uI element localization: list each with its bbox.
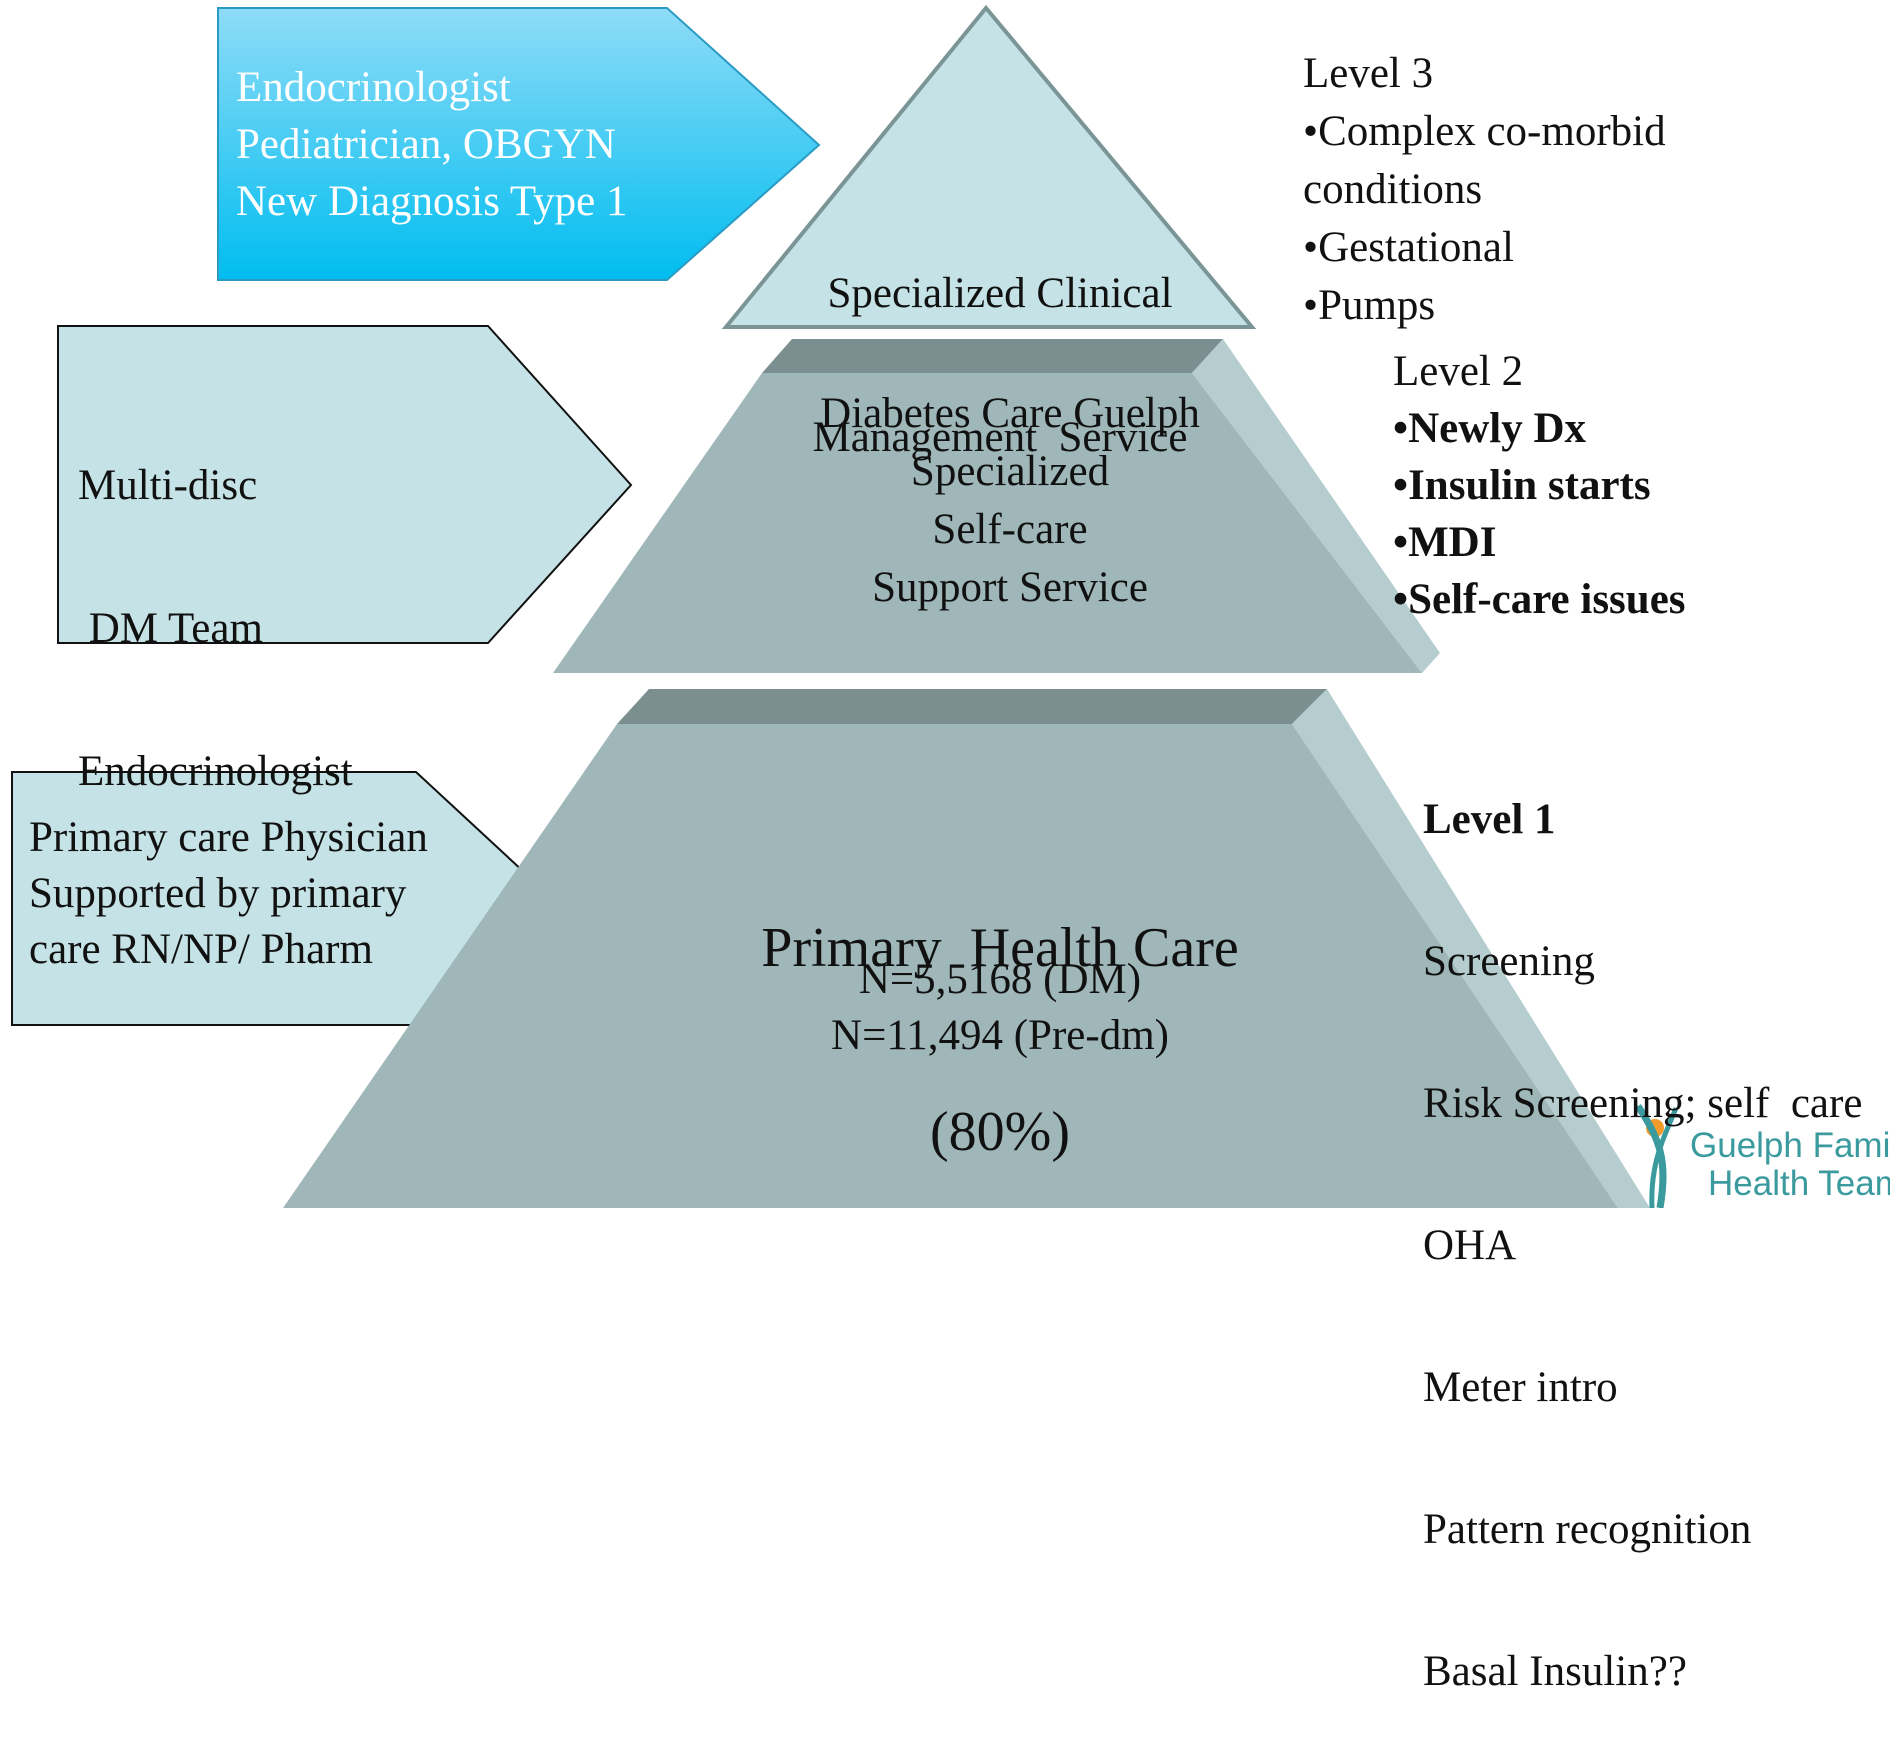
logo-line1: Guelph Family <box>1690 1126 1890 1165</box>
level1-item: Risk Screening; self care <box>1423 1080 1863 1127</box>
level2-list: Level 2 Newly Dx Insulin starts MDI Self… <box>1393 350 1686 635</box>
tier1-n-dm: N=5,5168 (DM) <box>858 956 1142 1003</box>
tier2-side <box>1192 339 1440 673</box>
tier1-n-predm: N=11,494 (Pre-dm) <box>831 1012 1169 1059</box>
tier1-top-band <box>617 689 1327 724</box>
arrow2-line: DM Team <box>78 605 263 652</box>
tier1-percent: (80%) <box>930 1101 1070 1163</box>
tier2-line: Specialized <box>910 448 1110 495</box>
arrow2-line: Multi-disc <box>78 462 258 509</box>
level1-item: Meter intro <box>1423 1364 1618 1411</box>
level3-item: Pumps <box>1303 284 1666 342</box>
level3-heading: Level 3 <box>1303 50 1434 97</box>
arrow2-line: Endocrinologist <box>78 748 353 795</box>
tier3-triangle <box>721 4 1257 329</box>
level1-item: Basal Insulin?? <box>1423 1648 1687 1695</box>
arrow1-line: Primary care Physician <box>29 814 428 861</box>
tier1-counts: N=5,5168 (DM) N=11,494 (Pre-dm) <box>750 958 1250 1070</box>
level3-item: Complex co-morbid <box>1303 110 1666 168</box>
arrow1-line: care RN/NP/ Pharm <box>29 926 373 973</box>
level1-list: Level 1 Screening Risk Screening; self c… <box>1423 712 1862 1749</box>
tier1-title: Primary Health Care (80%) <box>700 808 1300 1232</box>
tier1-title-line: Primary Health Care <box>761 917 1239 979</box>
level2-arrow-shape <box>57 325 633 644</box>
level1-heading: Level 1 <box>1423 796 1556 843</box>
tier2-line: Support Service <box>872 564 1148 611</box>
logo-figure-icon <box>1635 1104 1679 1208</box>
tier2-label: Diabetes Care Guelph Specialized Self-ca… <box>805 392 1215 624</box>
arrow3-line: New Diagnosis Type 1 <box>236 178 628 225</box>
guelph-fht-logo: Guelph Family Health Team <box>1690 1128 1890 1204</box>
level2-item: Newly Dx <box>1393 407 1686 464</box>
tier2-line: Diabetes Care Guelph <box>820 390 1200 437</box>
level2-item: Insulin starts <box>1393 464 1686 521</box>
arrow3-line: Endocrinologist <box>236 64 511 111</box>
tier3-label: Specialized Clinical Management Service <box>795 186 1205 517</box>
level1-item: Pattern recognition <box>1423 1506 1752 1553</box>
tier2-top-band <box>762 339 1223 373</box>
level2-item: MDI <box>1393 521 1686 578</box>
level3-item: conditions <box>1303 166 1483 213</box>
tier1-side <box>1292 689 1650 1208</box>
level1-item: Screening <box>1423 938 1595 985</box>
tier2-line: Self-care <box>932 506 1088 553</box>
level3-arrow-label: Endocrinologist Pediatrician, OBGYN New … <box>236 66 628 237</box>
level2-item: Self-care issues <box>1393 578 1685 635</box>
level3-list: Level 3 Complex co-morbid conditions Ges… <box>1303 52 1666 342</box>
arrow1-line: Supported by primary <box>29 870 407 917</box>
logo-line2: Health Team <box>1708 1164 1890 1203</box>
tier3-line: Specialized Clinical <box>827 270 1173 317</box>
level1-item: OHA <box>1423 1222 1517 1269</box>
level1-arrow-label: Primary care Physician Supported by prim… <box>29 816 428 984</box>
level2-heading: Level 2 <box>1393 348 1524 395</box>
level2-arrow-label: Multi-disc DM Team Endocrinologist <box>78 378 353 850</box>
level3-item: Gestational <box>1303 226 1666 284</box>
level3-arrow-shape <box>217 7 821 281</box>
tier2-front <box>553 373 1422 673</box>
tier3-line: Management Service <box>812 414 1188 461</box>
tier1-front <box>283 724 1618 1208</box>
arrow3-line: Pediatrician, OBGYN <box>236 121 616 168</box>
pyramid-diagram <box>11 4 1679 1208</box>
